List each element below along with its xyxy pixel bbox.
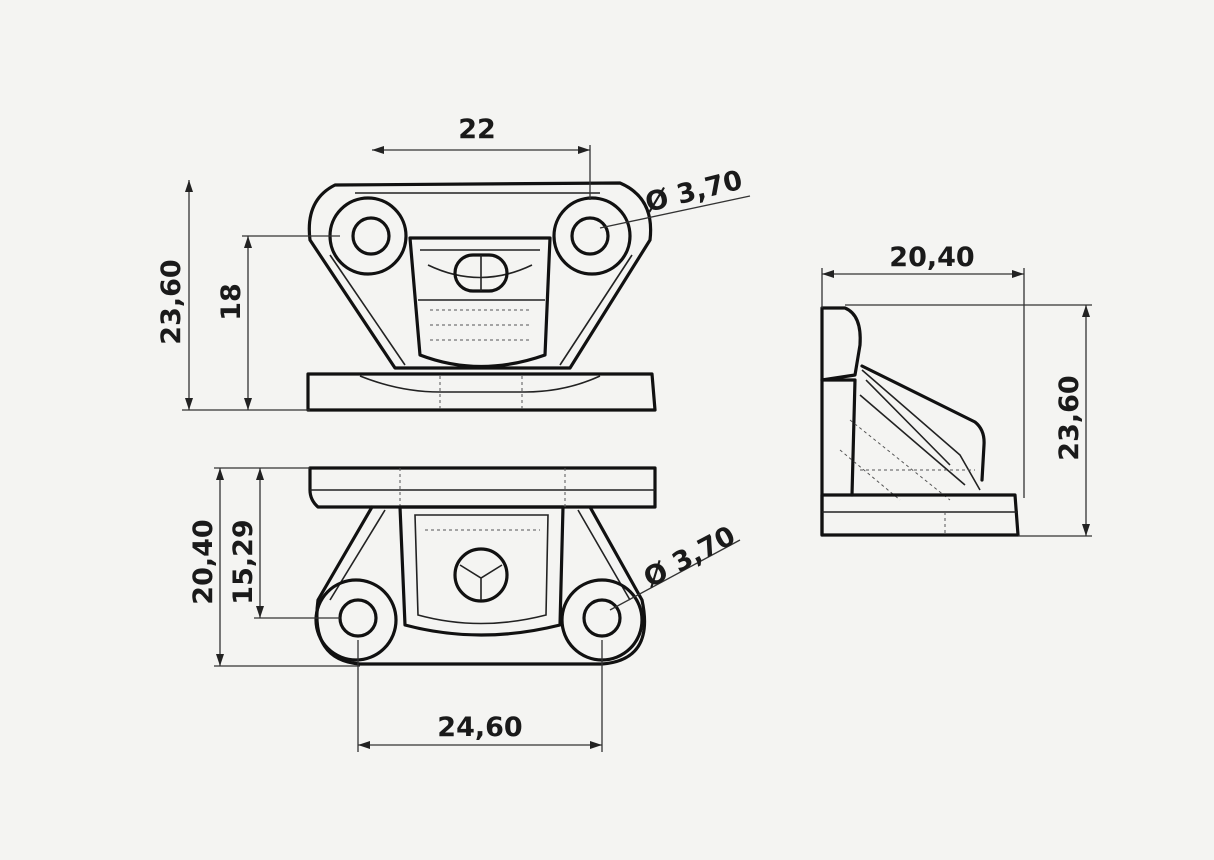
label-bottom-total-height: 20,40 [188,519,219,604]
bottom-view-part [308,466,657,666]
dim-top-hole-height [242,235,340,410]
dim-side-height [845,304,1092,537]
label-bottom-hole-diameter: Ø 3,70 [639,520,741,594]
label-top-total-height: 23,60 [156,259,187,344]
dim-side-width [821,268,1025,498]
dim-top-total-height [182,180,310,411]
label-top-hole-diameter: Ø 3,70 [642,165,746,219]
label-side-width: 20,40 [889,242,974,273]
side-view-part [820,306,1020,537]
dim-bottom-total-height [214,467,360,667]
dim-bottom-hole-leader [609,539,741,611]
top-view-part [306,181,657,412]
label-top-hole-height: 18 [216,283,247,321]
dim-top-hole-leader [599,195,751,229]
label-bottom-hole-spacing: 24,60 [437,712,522,743]
label-top-width: 22 [458,114,496,145]
label-side-height: 23,60 [1054,375,1085,460]
dim-top-width [372,145,591,200]
dim-bottom-hole-spacing [357,640,603,752]
dim-bottom-hole-height [254,468,340,619]
label-bottom-hole-height: 15,29 [228,519,259,604]
